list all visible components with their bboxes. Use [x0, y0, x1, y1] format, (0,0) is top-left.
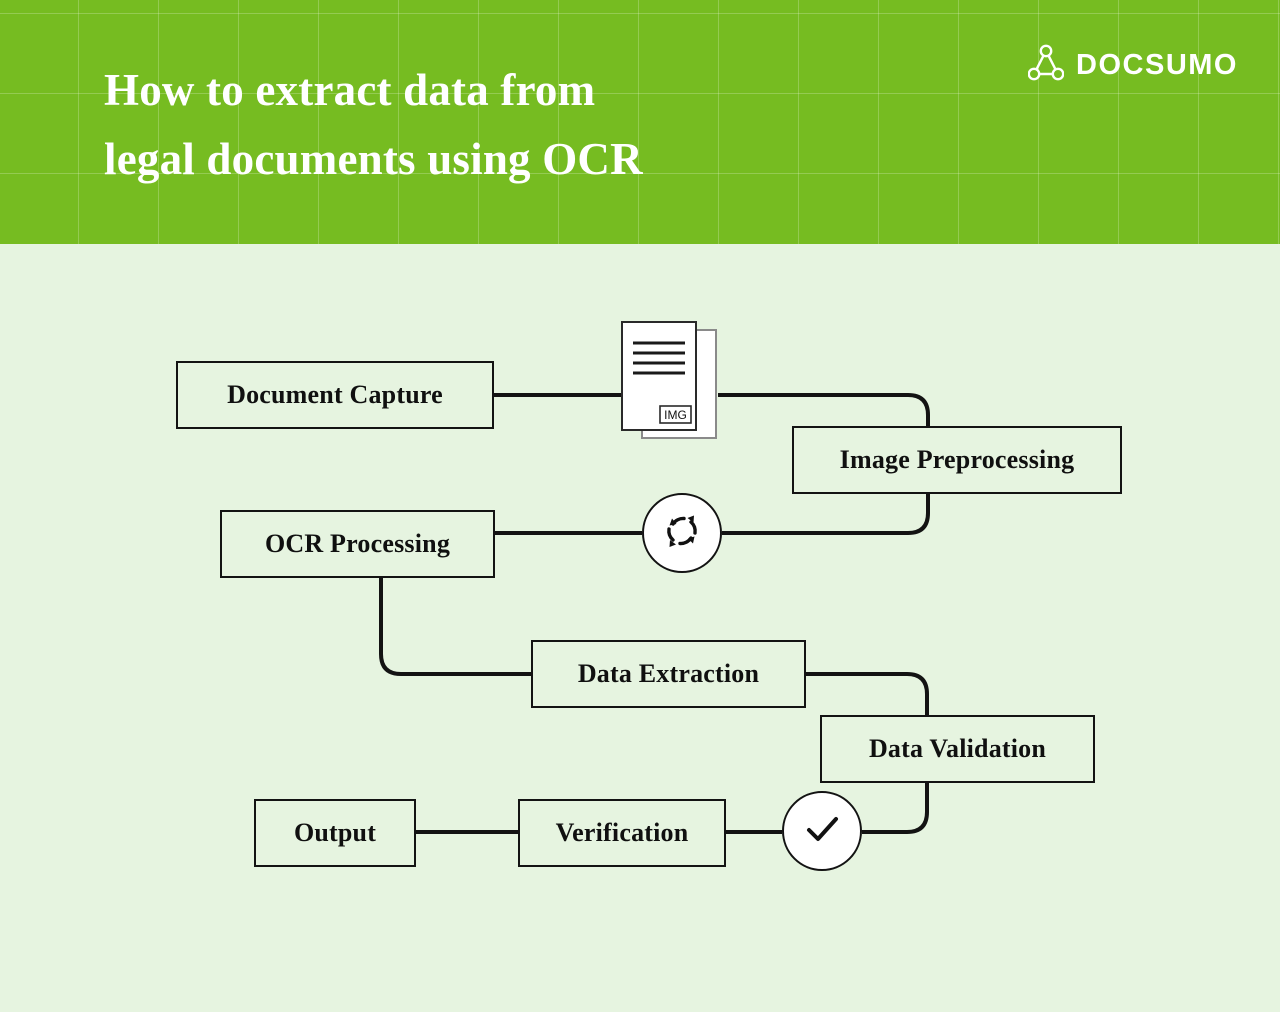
- node-label: Output: [293, 818, 377, 847]
- brand-logo: DOCSUMO: [1027, 44, 1238, 87]
- node-label: Image Preprocessing: [839, 445, 1075, 474]
- check-node: [782, 791, 862, 871]
- node-document-capture[interactable]: Document Capture: [176, 361, 494, 429]
- header-banner: How to extract data from legal documents…: [0, 0, 1280, 244]
- node-output[interactable]: Output: [254, 799, 416, 867]
- node-label: Data Validation: [868, 734, 1047, 763]
- node-data-validation[interactable]: Data Validation: [820, 715, 1095, 783]
- checkmark-icon: [799, 806, 845, 857]
- node-label: Verification: [555, 818, 689, 847]
- ocr-workflow-flowchart: IMG: [0, 244, 1280, 1012]
- node-label: OCR Processing: [264, 529, 451, 558]
- node-label: Data Extraction: [577, 659, 760, 688]
- node-verification[interactable]: Verification: [518, 799, 726, 867]
- node-data-extraction[interactable]: Data Extraction: [531, 640, 806, 708]
- node-graph-icon: [1027, 44, 1065, 87]
- scanned-document-icon: IMG: [620, 320, 720, 442]
- page-title: How to extract data from legal documents…: [104, 65, 643, 184]
- brand-name: DOCSUMO: [1076, 49, 1238, 81]
- edge-ocr-to-extraction: [379, 578, 531, 676]
- node-image-preprocessing[interactable]: Image Preprocessing: [792, 426, 1122, 494]
- node-label: Document Capture: [227, 380, 443, 409]
- refresh-cycle-node: [642, 493, 722, 573]
- img-badge-label: IMG: [664, 408, 687, 422]
- recycle-arrows-icon: [659, 508, 705, 559]
- node-ocr-processing[interactable]: OCR Processing: [220, 510, 495, 578]
